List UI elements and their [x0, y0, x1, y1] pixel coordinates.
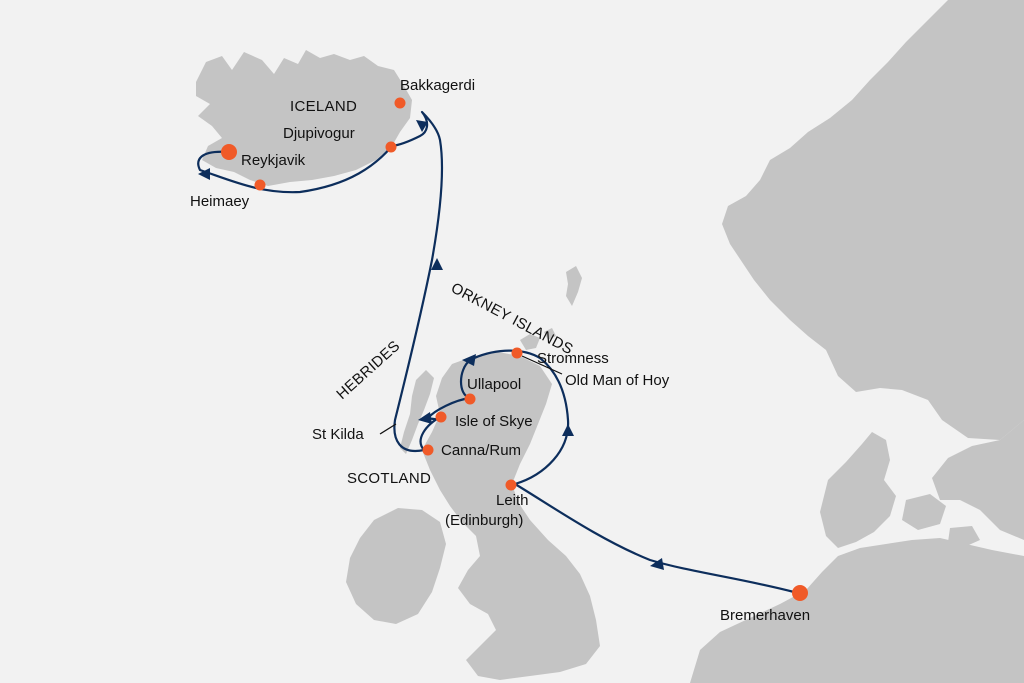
orkney-islands: [520, 328, 556, 350]
port-label-djupivogur: Djupivogur: [283, 125, 355, 142]
iceland-landmass: [196, 50, 412, 186]
heimaey-port-marker[interactable]: [254, 179, 266, 191]
stromness-port-marker[interactable]: [511, 347, 523, 359]
port-label-bakkagerdi: Bakkagerdi: [400, 77, 475, 94]
port-label-heimaey: Heimaey: [190, 193, 250, 210]
leith-port-marker[interactable]: [505, 479, 517, 491]
norway-landmass: [722, 0, 1024, 440]
danish-islands: [902, 494, 980, 548]
port-label-stromness: Stromness: [537, 350, 609, 367]
ullapool-port-marker[interactable]: [464, 393, 476, 405]
djupivogur-port-marker[interactable]: [385, 141, 397, 153]
route-arrow-icon: [416, 120, 428, 132]
port-label-bremerhaven: Bremerhaven: [720, 607, 810, 624]
route-arrow-icon: [650, 558, 664, 570]
port-label-leith: Leith: [496, 492, 529, 509]
route-arrow-icon: [462, 354, 476, 366]
port-label-reykjavik: Reykjavik: [241, 152, 306, 169]
canna-rum-port-marker[interactable]: [422, 444, 434, 456]
region-label-iceland: ICELAND: [290, 98, 357, 115]
port-label-st-kilda: St Kilda: [312, 426, 364, 443]
port-label-canna-rum: Canna/Rum: [441, 442, 521, 459]
hebrides-islands: [400, 370, 434, 454]
st-kilda-leader: [379, 423, 397, 435]
reykjavik-port-marker[interactable]: [221, 144, 237, 160]
port-label-isle-of-skye: Isle of Skye: [455, 413, 533, 430]
continental-europe-landmass: [690, 538, 1024, 683]
shetland-islands: [566, 266, 582, 306]
bakkagerdi-port-marker[interactable]: [394, 97, 406, 109]
port-label-edinburgh: (Edinburgh): [445, 512, 523, 529]
great-britain-landmass: [422, 352, 600, 680]
port-label-ullapool: Ullapool: [467, 376, 521, 393]
port-label-old-man-of-hoy: Old Man of Hoy: [565, 372, 670, 389]
denmark-landmass: [820, 432, 896, 548]
route-arrow-icon: [198, 168, 210, 180]
old-man-of-hoy-leader: [521, 355, 563, 375]
isle-of-skye-port-marker[interactable]: [435, 411, 447, 423]
sweden-landmass: [932, 420, 1024, 540]
ireland-landmass: [346, 508, 446, 624]
region-label-scotland: SCOTLAND: [347, 470, 431, 487]
route-arrow-icon: [562, 424, 574, 436]
route-arrow-icon: [431, 258, 443, 270]
bremerhaven-port-marker[interactable]: [792, 585, 808, 601]
route-arrow-icon: [418, 412, 432, 424]
